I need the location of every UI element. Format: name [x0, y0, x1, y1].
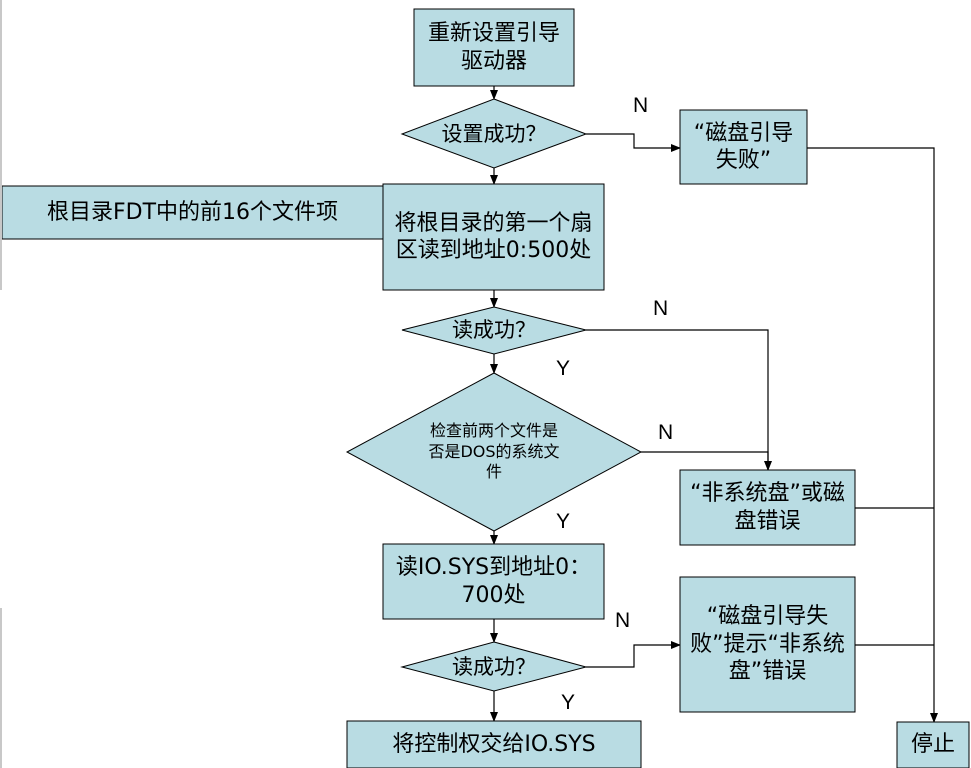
label-n-read1: N	[653, 297, 669, 320]
label-n-check: N	[658, 421, 674, 444]
read-ok-text-2: 读成功？	[452, 654, 536, 679]
boot-fail-prompt-text: “磁盘引导失败”提示“非系统盘”错误	[690, 604, 845, 685]
reset-drive-box	[413, 8, 575, 87]
check-dos-decision	[345, 372, 643, 532]
edge-fail-to-stop	[807, 147, 938, 723]
edge-setq-n-to-fail	[586, 133, 681, 152]
transfer-control-box	[346, 720, 642, 768]
boot-fail-prompt-box	[679, 576, 856, 713]
read-ok-decision-2	[400, 641, 588, 692]
read-io-sys-box	[382, 543, 605, 620]
non-system-disk-box	[679, 469, 856, 546]
boot-fail-box	[679, 109, 808, 185]
read-root-sector-text: 将根目录的第一个扇区读到地址0:500处	[394, 210, 593, 264]
read-ok-text-1: 读成功？	[452, 317, 536, 342]
read-io-sys-text: 读IO.SYS到地址0：700处	[395, 555, 592, 608]
non-system-disk-text: “非系统盘”或磁盘错误	[690, 481, 845, 534]
reset-drive-text: 重新设置引导驱动器	[427, 21, 560, 74]
label-n-read2: N	[615, 609, 631, 632]
label-y-check: Y	[556, 510, 571, 533]
edge-readq2-n-to-prompt	[586, 641, 681, 668]
boot-fail-text: “磁盘引导失败”	[693, 120, 794, 174]
root-dir-note-text: 根目录FDT中的前16个文件项	[46, 199, 339, 225]
left-edge-mark-top	[0, 0, 2, 290]
label-n-set: N	[633, 94, 649, 117]
left-edge-mark-bottom	[0, 608, 2, 768]
stop-text: 停止	[910, 732, 955, 758]
set-ok-text: 设置成功？	[441, 121, 547, 146]
edge-check-n-to-nonsys	[641, 451, 769, 470]
stop-box	[896, 721, 970, 768]
transfer-control-text: 将控制权交给IO.SYS	[392, 731, 596, 757]
set-ok-decision	[400, 98, 588, 169]
check-dos-text: 检查前两个文件是否是DOS的系统文件	[428, 420, 560, 482]
label-y-read1: Y	[556, 357, 571, 380]
read-root-sector-box	[382, 183, 605, 291]
label-y-read2: Y	[561, 691, 576, 714]
read-ok-decision-1	[401, 306, 587, 355]
root-dir-note-box	[1, 185, 384, 240]
edge-readq1-n-to-nonsys	[586, 329, 772, 471]
